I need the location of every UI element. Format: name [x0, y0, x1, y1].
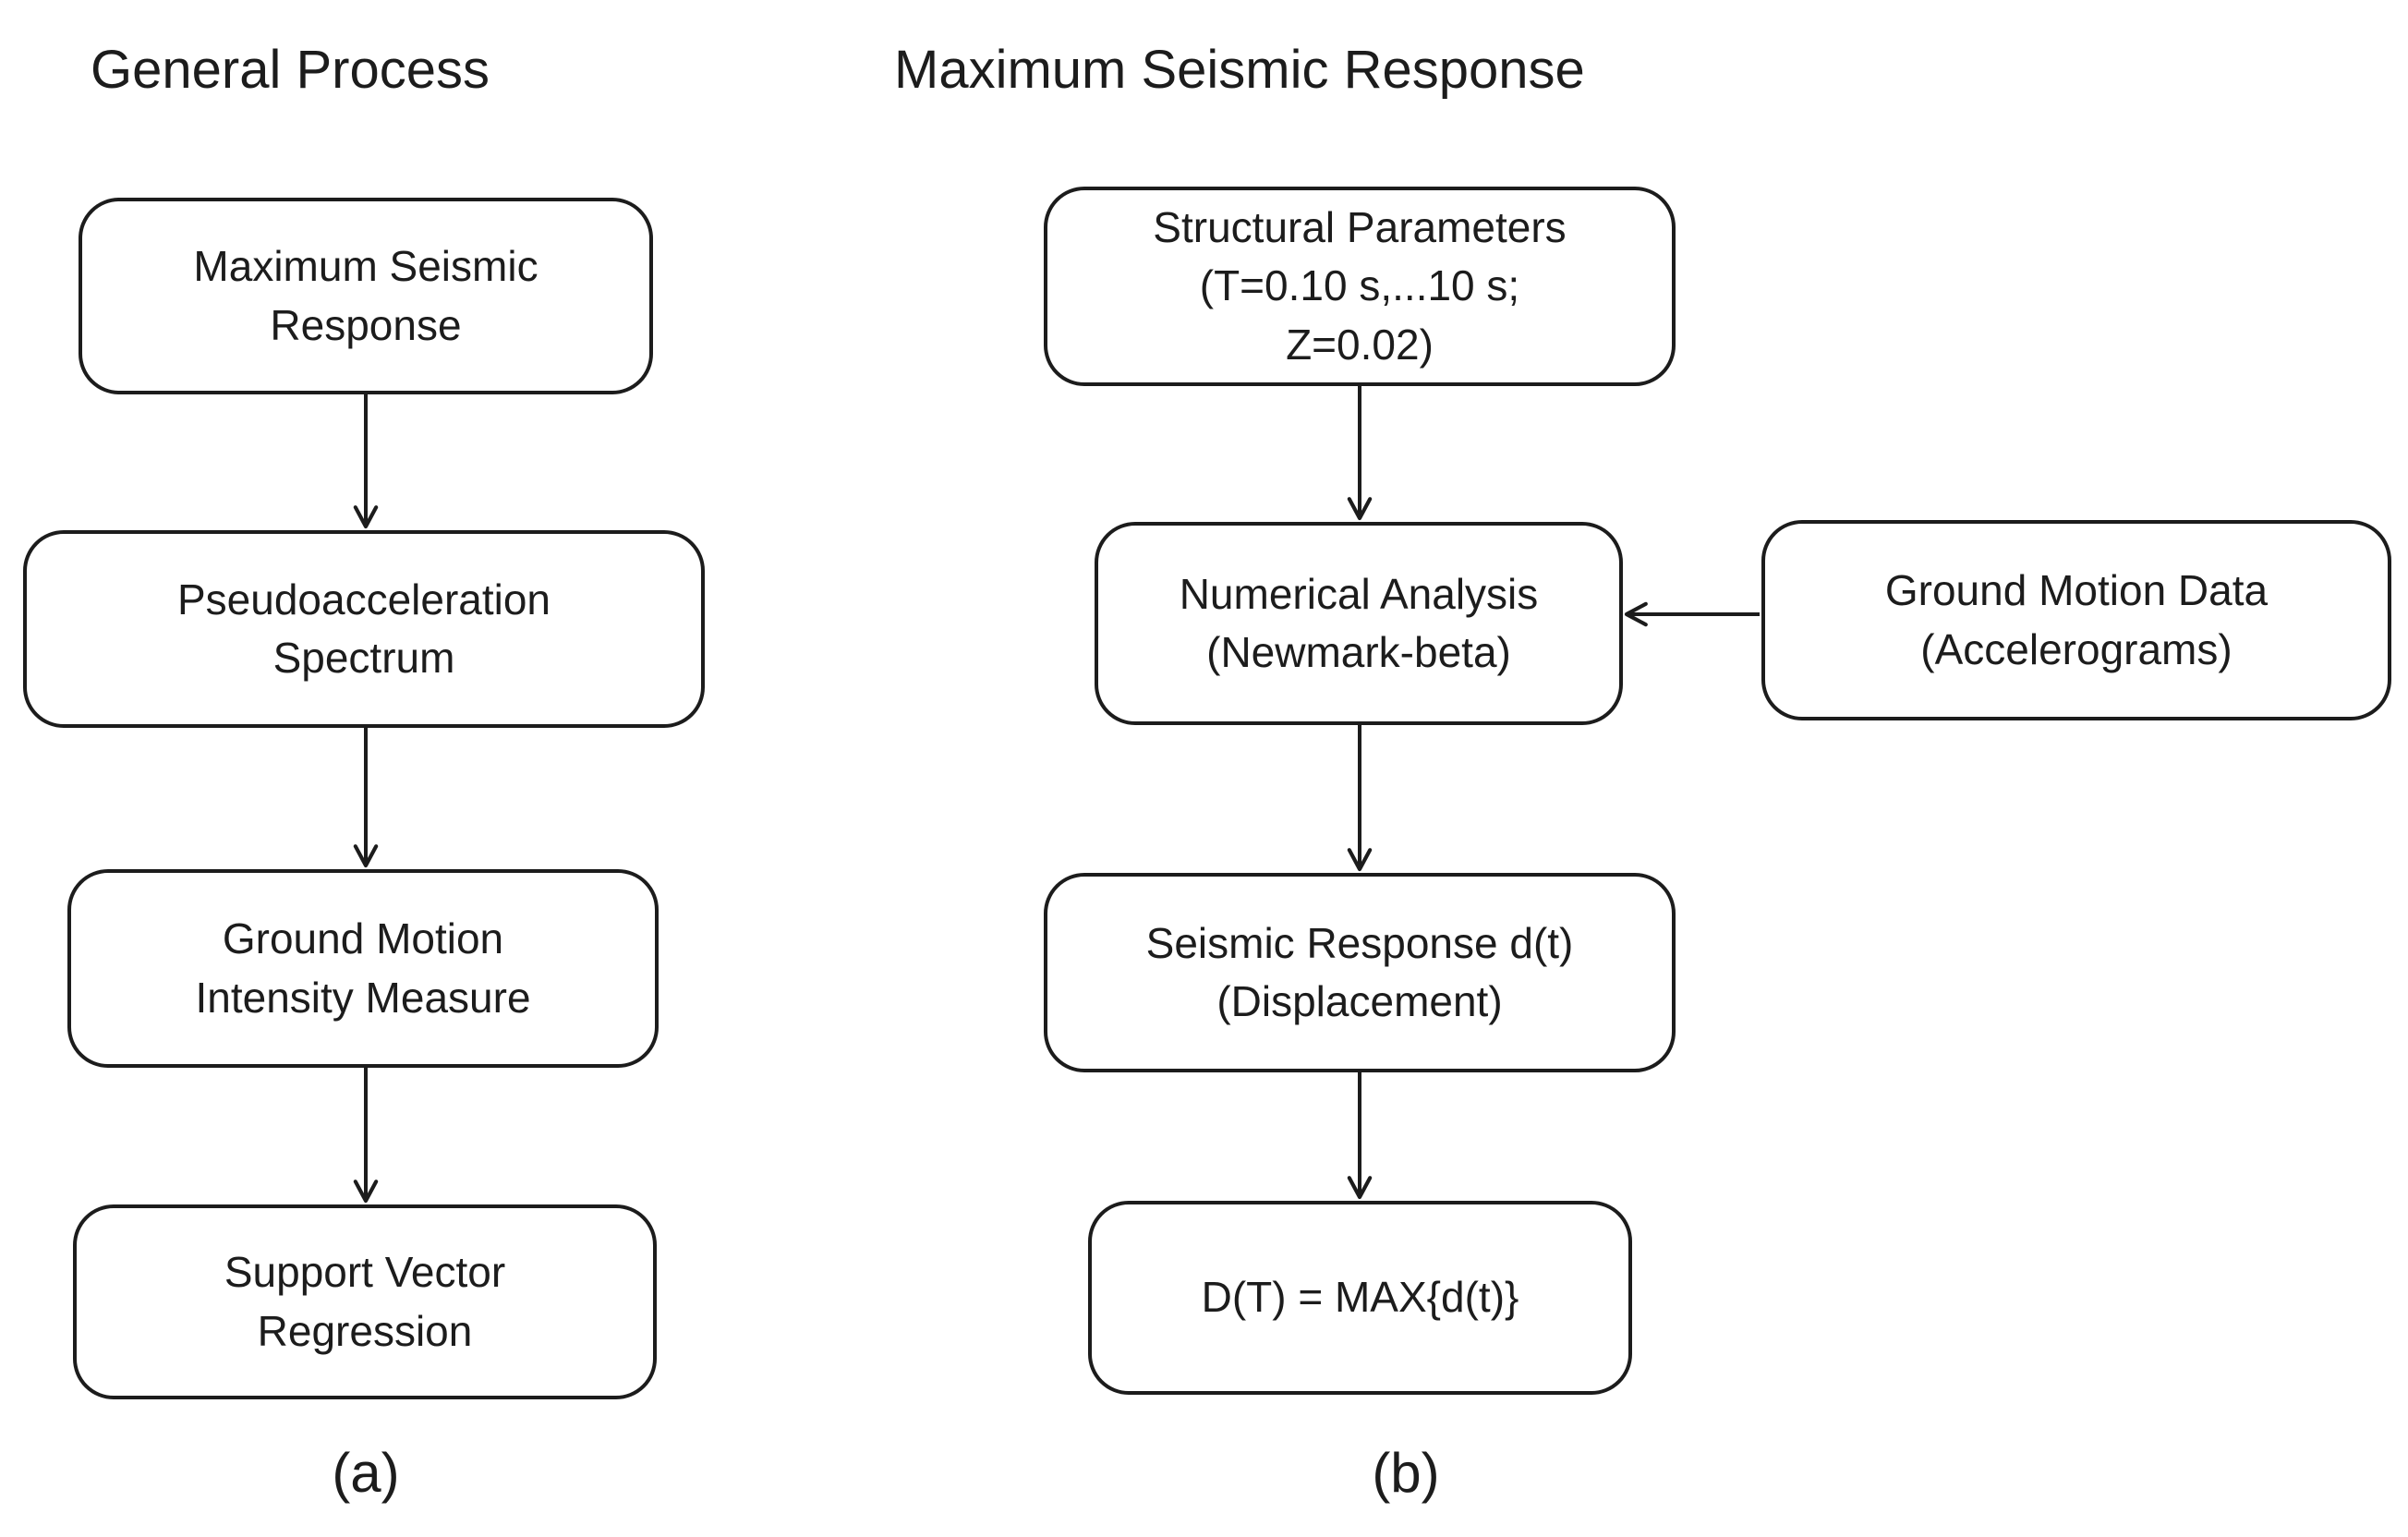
node-line: (Newmark-beta): [1206, 628, 1511, 676]
panel-b-caption: (b): [1372, 1442, 1440, 1504]
node-line: Intensity Measure: [195, 973, 531, 1022]
node-line: Regression: [257, 1306, 473, 1355]
node-seismic-response-dt: Seismic Response d(t) (Displacement): [1044, 873, 1676, 1072]
node-line: Pseudoacceleration: [176, 575, 551, 623]
panel-a-title: General Process: [91, 40, 490, 100]
node-ground-motion-intensity-measure: Ground Motion Intensity Measure: [67, 869, 659, 1068]
node-maximum-seismic-response: Maximum Seismic Response: [79, 198, 653, 394]
node-text: Maximum Seismic Response: [184, 237, 547, 355]
node-text: Seismic Response d(t) (Displacement): [1137, 914, 1583, 1032]
node-line: Z=0.02): [1286, 320, 1434, 369]
node-text: Pseudoacceleration Spectrum: [168, 571, 560, 688]
node-line: Spectrum: [272, 634, 455, 682]
node-line: Support Vector: [224, 1248, 506, 1297]
node-line: (Displacement): [1216, 977, 1503, 1025]
node-line: Response: [270, 300, 462, 349]
node-line: Structural Parameters: [1153, 202, 1567, 251]
node-text: Numerical Analysis (Newmark-beta): [1170, 565, 1548, 683]
node-line: (T=0.10 s,...10 s;: [1199, 261, 1520, 310]
node-numerical-analysis: Numerical Analysis (Newmark-beta): [1095, 522, 1623, 725]
node-text: D(T) = MAX{d(t)}: [1192, 1268, 1529, 1326]
node-line: Numerical Analysis: [1179, 569, 1539, 618]
panel-b-title: Maximum Seismic Response: [894, 40, 1585, 100]
node-line: Ground Motion: [222, 914, 504, 963]
node-text: Ground Motion Data (Accelerograms): [1876, 562, 2277, 679]
node-line: D(T) = MAX{d(t)}: [1201, 1273, 1519, 1322]
node-line: Maximum Seismic: [193, 242, 538, 291]
node-line: Seismic Response d(t): [1145, 918, 1574, 967]
node-line: Ground Motion Data: [1884, 566, 2269, 615]
node-structural-parameters: Structural Parameters (T=0.10 s,...10 s;…: [1044, 187, 1676, 386]
node-pseudoacceleration-spectrum: Pseudoacceleration Spectrum: [23, 530, 705, 728]
node-ground-motion-data: Ground Motion Data (Accelerograms): [1761, 520, 2391, 720]
node-text: Structural Parameters (T=0.10 s,...10 s;…: [1143, 199, 1575, 374]
node-text: Ground Motion Intensity Measure: [186, 910, 539, 1027]
node-max-displacement: D(T) = MAX{d(t)}: [1088, 1201, 1632, 1395]
node-support-vector-regression: Support Vector Regression: [73, 1204, 657, 1399]
node-text: Support Vector Regression: [215, 1243, 514, 1361]
node-line: (Accelerograms): [1920, 624, 2233, 673]
panel-a-caption: (a): [332, 1442, 400, 1504]
